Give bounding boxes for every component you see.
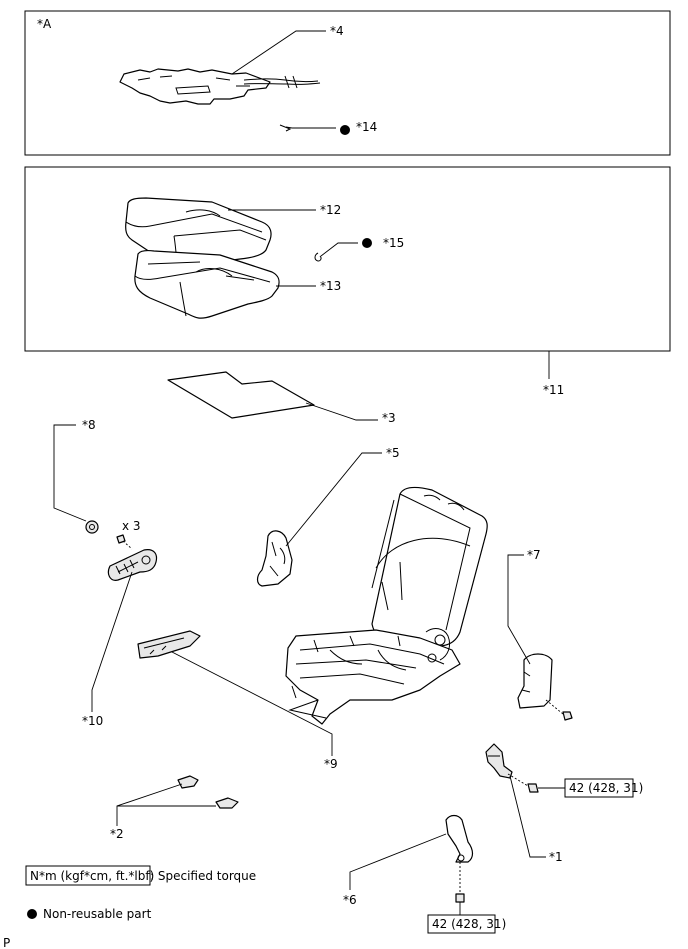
seat-frame-assembly [285, 486, 488, 725]
legend-nonreusable-dot [27, 909, 37, 919]
torque-value-1: 42 (428, 31) [569, 781, 643, 795]
cover-clip [85, 520, 99, 534]
callout-11: *11 [543, 383, 564, 397]
outer-cover-detail [521, 671, 531, 693]
leader-3 [305, 402, 378, 421]
callout-13: *13 [320, 279, 341, 293]
screw-x3-tail [122, 540, 133, 550]
leader-5 [285, 452, 382, 547]
anchor-bolt [455, 893, 465, 903]
callout-8: *8 [82, 418, 96, 432]
panel-a-label: *A [37, 17, 52, 31]
callout-6: *6 [343, 893, 357, 907]
callout-14: *14 [356, 120, 377, 134]
callout-12: *12 [320, 203, 341, 217]
callout-3: *3 [382, 411, 396, 425]
bracket-upper [177, 775, 199, 789]
callout-5: *5 [386, 446, 400, 460]
leader-6 [349, 833, 447, 890]
legend-torque-box [25, 865, 151, 886]
leader-10 [91, 571, 133, 712]
torque-value-2: 42 (428, 31) [432, 917, 506, 931]
hog-ring-15 [314, 252, 322, 262]
quantity-label: x 3 [122, 519, 141, 533]
callout-2: *2 [110, 827, 124, 841]
legend-nonreusable-text: Non-reusable part [43, 907, 152, 921]
release-handle [107, 549, 158, 581]
leader-2 [116, 783, 216, 826]
nonreusable-mark-15 [362, 238, 372, 248]
seat-cushion-cover [125, 197, 272, 267]
panel-cover-frame [24, 166, 671, 352]
callout-9: *9 [324, 757, 338, 771]
callout-1: *1 [549, 850, 563, 864]
legend-torque-box-text: N*m (kgf*cm, ft.*lbf) [30, 869, 154, 883]
bracket-lower [215, 797, 239, 809]
callout-10: *10 [82, 714, 103, 728]
buckle-bolt [527, 783, 539, 793]
recliner-cover [256, 530, 293, 587]
recliner-cover-detail [269, 541, 286, 577]
leader-15 [320, 242, 358, 257]
cushion-sheet [167, 371, 315, 419]
leader-1 [509, 775, 546, 858]
seat-belt-buckle [485, 743, 513, 779]
leader-9 [171, 651, 333, 756]
outer-cover [517, 653, 553, 709]
callout-4: *4 [330, 24, 344, 38]
seat-heater-element [119, 68, 321, 105]
seat-cushion-pad [134, 250, 280, 319]
corner-mark: P [3, 936, 10, 949]
legend-torque-text: : Specified torque [150, 869, 256, 883]
hog-ring-14 [279, 124, 293, 132]
torque-box-2 [427, 914, 496, 934]
callout-7: *7 [527, 548, 541, 562]
callout-15: *15 [383, 236, 404, 250]
torque-box-1 [564, 778, 634, 798]
inner-cover [137, 630, 201, 659]
outer-cover-screw [562, 711, 573, 721]
nonreusable-mark-14 [340, 125, 350, 135]
belt-anchor-bracket [445, 814, 474, 863]
leader-7 [507, 554, 531, 665]
leader-4 [231, 30, 326, 75]
leader-8 [53, 424, 87, 522]
panel-a-frame [24, 10, 671, 156]
